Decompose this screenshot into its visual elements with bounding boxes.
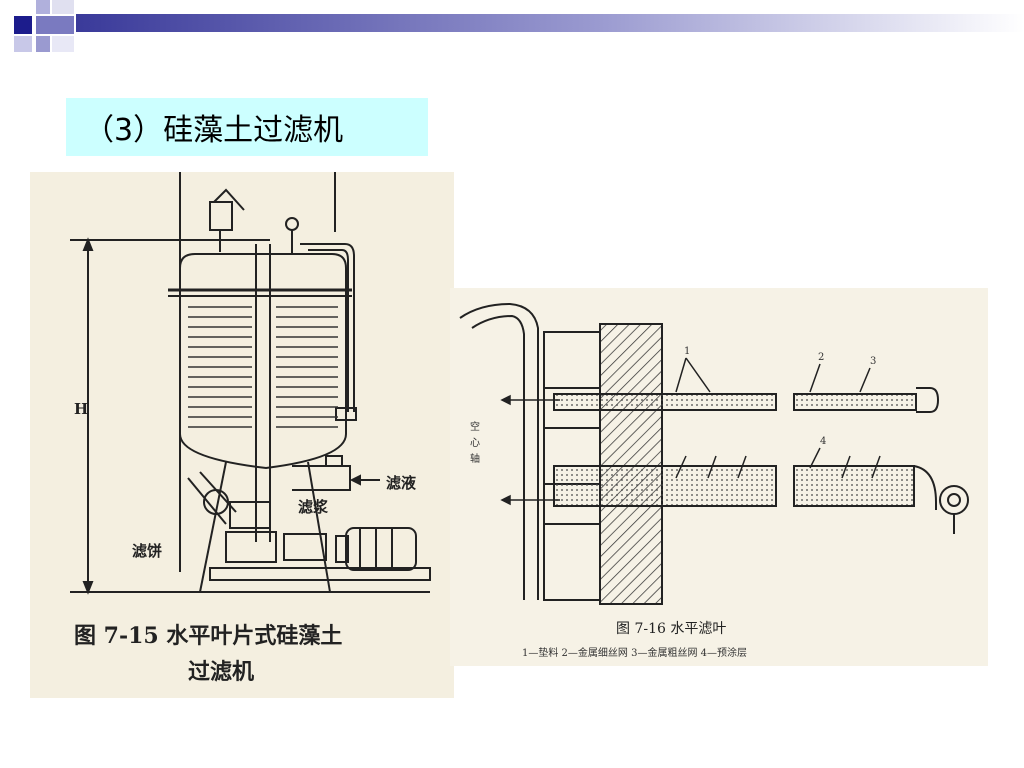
figure-right-caption: 图 7-16 水平滤叶 <box>616 621 727 637</box>
figure-right-legend: 1—垫料 2—金属细丝网 3—金属粗丝网 4—预涂层 <box>522 648 747 659</box>
filter-drawing <box>70 172 431 595</box>
height-label: H <box>74 400 89 418</box>
filter-leaf-drawing <box>459 302 969 605</box>
part-number-3: 3 <box>870 356 877 367</box>
shaft-label-3: 轴 <box>470 454 480 465</box>
cake-label: 滤饼 <box>132 542 163 560</box>
filtrate-label: 滤液 <box>386 474 417 492</box>
part-number-1: 1 <box>684 346 691 357</box>
slurry-label: 滤浆 <box>298 498 329 516</box>
shaft-label-2: 心 <box>470 438 480 449</box>
part-number-4: 4 <box>820 436 827 447</box>
figure-horizontal-leaf-filter: H 滤液 滤浆 滤饼 图 7-15 水平叶片式硅藻土 过滤机 <box>30 172 454 698</box>
slide-title: （3）硅藻土过滤机 <box>66 98 428 156</box>
figure-left-caption-line2: 过滤机 <box>188 659 255 685</box>
figure-left-caption-line1: 图 7-15 水平叶片式硅藻土 <box>74 623 343 649</box>
shaft-label-1: 空 <box>470 422 480 433</box>
part-number-2: 2 <box>818 352 825 363</box>
header-decoration <box>14 0 1024 52</box>
figure-horizontal-filter-leaf: 空 心 轴 1 2 3 4 图 7-16 水平滤叶 1—垫料 2—金属细丝网 3… <box>450 288 988 666</box>
